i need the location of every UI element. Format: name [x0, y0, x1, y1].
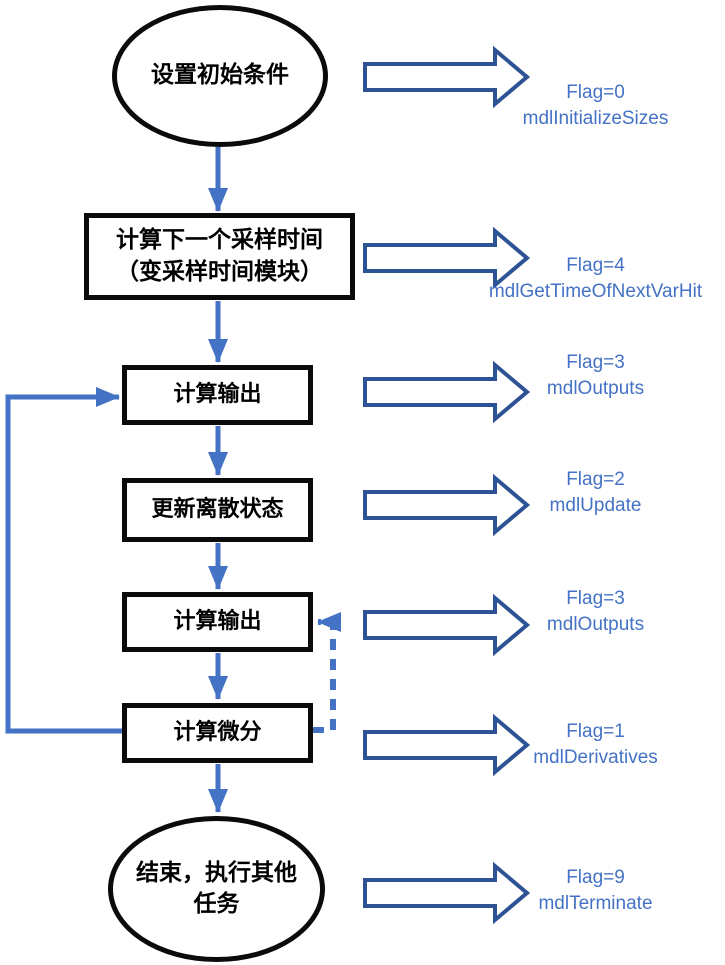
callback-name: mdlOutputs [546, 378, 645, 399]
node-outputs-1-label: 计算输出 [173, 382, 262, 408]
node-end: 结束，执行其他 任务 [108, 816, 325, 962]
annotation-outputs-2: Flag=3 mdlOutputs [468, 586, 723, 638]
callback-name: mdlInitializeSizes [522, 108, 669, 129]
flag-value: Flag=1 [566, 721, 625, 742]
loopback-derivatives-to-outputs1 [5, 387, 122, 734]
node-next-sample-time-label: 计算下一个采样时间 （变采样时间模块） [116, 227, 323, 285]
callback-name: mdlGetTimeOfNextVarHit [488, 281, 703, 302]
callback-name: mdlDerivatives [533, 747, 658, 768]
annotation-terminate: Flag=9 mdlTerminate [468, 865, 723, 917]
node-derivatives-label: 计算微分 [173, 720, 262, 746]
node-derivatives: 计算微分 [122, 703, 313, 763]
dashed-connector-derivatives-to-outputs2 [313, 612, 341, 733]
annotation-outputs-1: Flag=3 mdlOutputs [468, 350, 723, 402]
node-end-label: 结束，执行其他 任务 [136, 859, 297, 917]
flag-value: Flag=0 [566, 82, 625, 103]
flag-value: Flag=9 [566, 867, 625, 888]
node-outputs-2-label: 计算输出 [173, 609, 262, 635]
annotation-next-var-hit: Flag=4 mdlGetTimeOfNextVarHit [468, 253, 723, 305]
node-outputs-1: 计算输出 [122, 365, 313, 425]
annotation-derivatives: Flag=1 mdlDerivatives [468, 719, 723, 771]
node-next-sample-time: 计算下一个采样时间 （变采样时间模块） [84, 213, 355, 300]
flag-value: Flag=4 [566, 255, 625, 276]
node-outputs-2: 计算输出 [122, 592, 313, 652]
flag-value: Flag=2 [566, 469, 625, 490]
node-update-states-label: 更新离散状态 [151, 497, 284, 523]
callback-name: mdlOutputs [546, 614, 645, 635]
callback-name: mdlTerminate [538, 893, 653, 914]
node-start: 设置初始条件 [112, 5, 328, 147]
flag-value: Flag=3 [566, 588, 625, 609]
callback-name: mdlUpdate [549, 495, 642, 516]
annotation-update: Flag=2 mdlUpdate [468, 467, 723, 519]
annotation-initialize: Flag=0 mdlInitializeSizes [468, 80, 723, 132]
node-update-states: 更新离散状态 [122, 478, 313, 542]
flag-value: Flag=3 [566, 352, 625, 373]
node-start-label: 设置初始条件 [151, 62, 289, 89]
